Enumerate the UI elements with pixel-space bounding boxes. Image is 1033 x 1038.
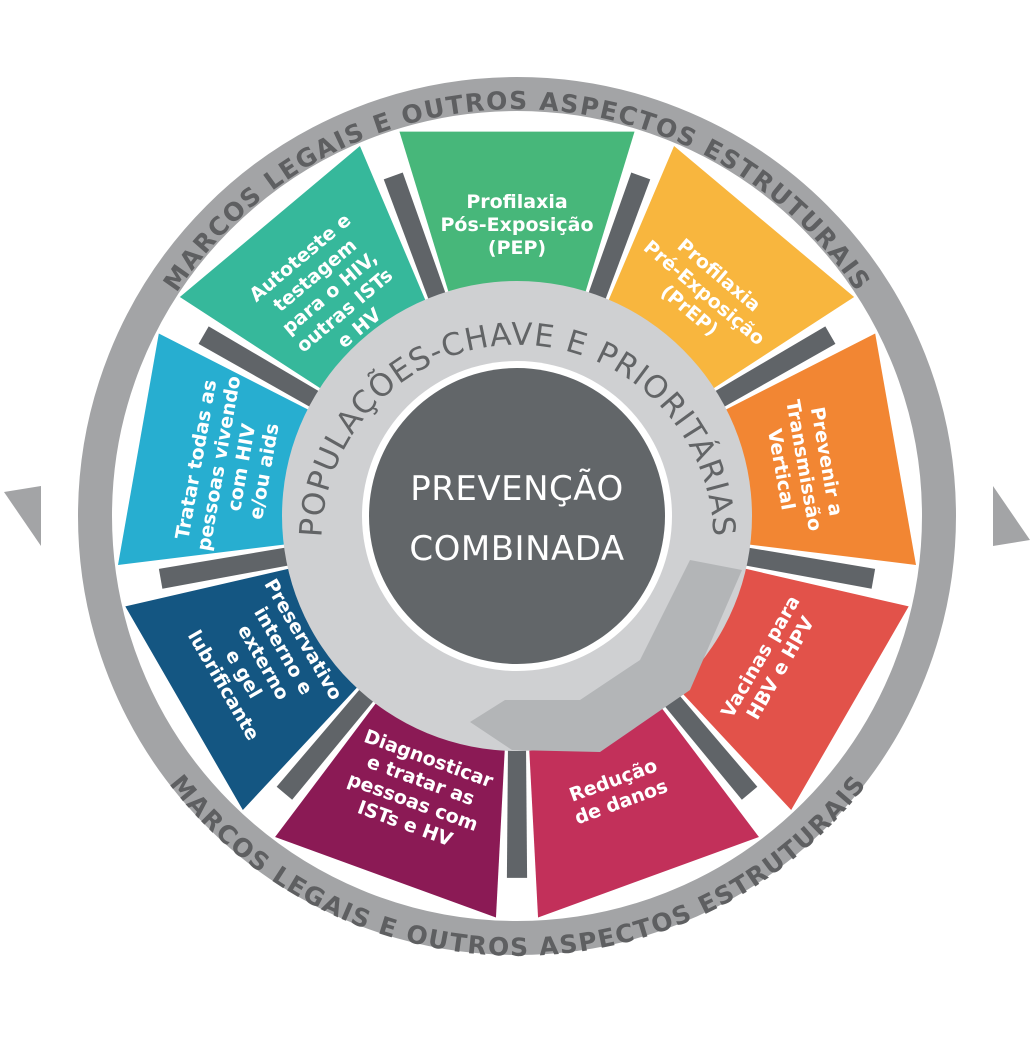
segment-label-line: Pós-Exposição bbox=[440, 214, 593, 236]
outer-ring-arrow-right bbox=[993, 486, 1030, 546]
center-circle bbox=[369, 368, 665, 664]
segment-label-line: Profilaxia bbox=[466, 191, 567, 213]
center-hub: PREVENÇÃO COMBINADA bbox=[369, 368, 665, 664]
center-title-line2: COMBINADA bbox=[409, 529, 624, 569]
outer-ring-band bbox=[78, 77, 956, 955]
outer-ring-arrow-left bbox=[4, 486, 41, 546]
inner-ring-arrow bbox=[470, 560, 742, 752]
segment-label-line: (PEP) bbox=[488, 237, 546, 259]
center-title-line1: PREVENÇÃO bbox=[410, 469, 623, 509]
